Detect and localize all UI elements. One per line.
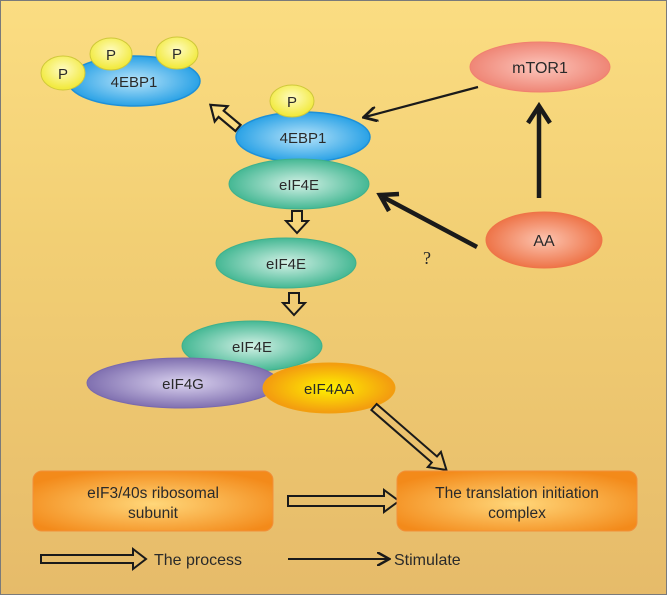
legend-process-arrow-icon	[40, 546, 148, 572]
svg-text:eIF4E: eIF4E	[232, 339, 272, 356]
phosphate-p3: P	[155, 36, 199, 70]
phosphate-p1: P	[40, 55, 86, 91]
node-eif4e-free: eIF4E	[215, 237, 357, 289]
legend-stimulate-label: Stimulate	[394, 552, 461, 569]
node-eif4e-bound: eIF4E	[228, 158, 370, 210]
svg-text:AA: AA	[533, 233, 555, 250]
process-arrow-to-translation-complex	[369, 402, 448, 472]
svg-text:P: P	[172, 46, 182, 63]
node-eif3-40s-subunit: eIF3/40s ribosomal subunit	[32, 470, 274, 532]
svg-text:P: P	[287, 94, 297, 111]
node-translation-initiation-complex: The translation initiation complex	[396, 470, 638, 532]
process-arrow-down-1	[283, 210, 311, 235]
legend: The process Stimulate	[40, 546, 461, 572]
legend-process-label: The process	[154, 552, 242, 569]
stimulate-arrow-aa-to-eif4e	[376, 191, 479, 249]
svg-text:eIF4AA: eIF4AA	[304, 381, 354, 398]
svg-text:The translation initiation: The translation initiation	[435, 485, 599, 502]
svg-text:complex: complex	[488, 505, 546, 522]
svg-text:eIF4E: eIF4E	[279, 177, 319, 194]
stimulate-arrow-aa-to-mtor1	[526, 101, 552, 198]
svg-text:4EBP1: 4EBP1	[280, 130, 327, 147]
svg-text:P: P	[58, 66, 68, 83]
svg-text:mTOR1: mTOR1	[512, 60, 568, 77]
svg-text:subunit: subunit	[128, 505, 179, 522]
label-4ebp1-phos: 4EBP1	[111, 74, 158, 91]
node-aa: AA	[485, 211, 603, 269]
process-arrow-down-2	[280, 292, 308, 317]
unknown-mechanism-mark: ?	[423, 248, 431, 268]
node-4ebp1-bound: 4EBP1	[235, 111, 371, 163]
svg-text:eIF4E: eIF4E	[266, 256, 306, 273]
node-eif4aa: eIF4AA	[262, 362, 396, 414]
node-eif4e-complex: eIF4E	[181, 320, 323, 372]
process-arrow-release	[208, 103, 243, 133]
process-arrow-eif3-to-complex	[287, 488, 401, 514]
phosphate-p-bound: P	[269, 84, 315, 118]
phosphate-p2: P	[89, 37, 133, 71]
stimulate-arrow-mtor1-to-4ebp1	[365, 85, 479, 117]
svg-text:eIF3/40s ribosomal: eIF3/40s ribosomal	[87, 485, 219, 502]
svg-text:eIF4G: eIF4G	[162, 376, 204, 393]
svg-text:P: P	[106, 47, 116, 64]
node-mtor1: mTOR1	[469, 41, 611, 93]
node-eif4g: eIF4G	[86, 357, 280, 409]
